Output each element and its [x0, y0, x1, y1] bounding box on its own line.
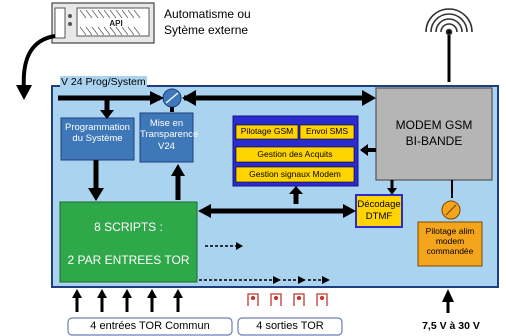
- envoi-sms-label: Envoi SMS: [305, 126, 349, 136]
- scripts-line2: 2 PAR ENTREES TOR: [67, 253, 190, 267]
- decodage-block: Décodage DTMF: [356, 199, 402, 223]
- decodage-line2: DTMF: [365, 210, 393, 222]
- programmation-line2: du Système: [72, 133, 123, 145]
- api-device-icon: [51, 2, 155, 44]
- transparence-line3: V24: [158, 140, 175, 152]
- pilotage-gsm-label: Pilotage GSM: [240, 126, 294, 136]
- bus-label: V 24 Prog/System: [60, 76, 147, 89]
- api-caption-line2: Sytème externe: [164, 23, 249, 37]
- transparence-line2: Transparence: [140, 129, 199, 141]
- transparence-block: Mise en Transparence V24: [140, 118, 199, 152]
- pilotage-alim-block: Pilotage alim modem commandée: [418, 226, 482, 257]
- pilotage-alim-line1: Pilotage alim: [425, 226, 475, 236]
- pilotage-alim-line3: commandée: [426, 246, 474, 257]
- gestion-acquits-label: Gestion des Acquits: [257, 149, 333, 159]
- power-label: 7,5 V à 30 V: [422, 320, 480, 332]
- inputs-label: 4 entrées TOR Commun: [90, 320, 210, 332]
- decodage-line1: Décodage: [357, 199, 401, 210]
- transparence-line1: Mise en: [149, 118, 184, 129]
- api-link-curve: [21, 34, 56, 91]
- outputs-label: 4 sorties TOR: [256, 320, 324, 332]
- programmation-block: Programmation du Système: [61, 122, 134, 145]
- programmation-line1: Programmation: [65, 122, 130, 133]
- scripts-line1: 8 SCRIPTS :: [94, 220, 163, 234]
- gestion-signaux-label: Gestion signaux Modem: [249, 169, 341, 179]
- modem-block: MODEM GSM BI-BANDE: [376, 118, 492, 149]
- api-device-label: API: [109, 19, 123, 28]
- modem-line1: MODEM GSM: [395, 118, 473, 132]
- relay-outputs-icon: [247, 293, 328, 306]
- api-caption-line1: Automatisme ou: [164, 7, 251, 21]
- antenna-icon: [425, 8, 473, 82]
- modem-line2: BI-BANDE: [405, 133, 463, 148]
- pilotage-alim-line2: modem: [435, 236, 465, 247]
